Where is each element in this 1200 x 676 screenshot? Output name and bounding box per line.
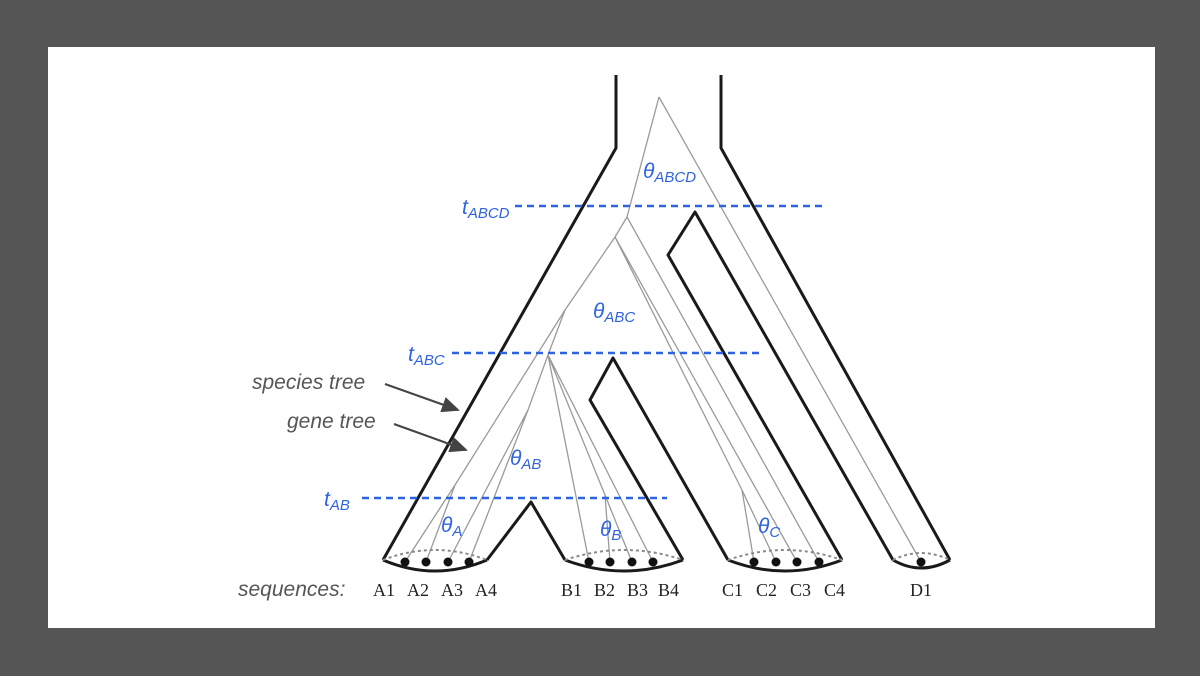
sample-dots: [400, 557, 926, 567]
t-abcd-label: tABCD: [462, 196, 510, 222]
species-tree-label: species tree: [252, 371, 365, 394]
sequence-label: B1: [561, 580, 582, 600]
species-tree: [381, 75, 952, 573]
sequence-label: A4: [475, 580, 497, 600]
sequence-label: B3: [627, 580, 648, 600]
sequence-label: B2: [594, 580, 615, 600]
sequence-label: C1: [722, 580, 743, 600]
sequence-label: A3: [441, 580, 463, 600]
theta-c-label: θC: [758, 515, 780, 541]
t-ab-label: tAB: [324, 488, 350, 514]
theta-ab-label: θAB: [510, 447, 541, 473]
sequence-label: C3: [790, 580, 811, 600]
sequence-label: C4: [824, 580, 845, 600]
sequence-label: B4: [658, 580, 679, 600]
gene-tree-arrow-icon: [393, 423, 468, 453]
sequence-label: D1: [910, 580, 932, 600]
sequences-label: sequences:: [238, 578, 345, 601]
theta-b-label: θB: [600, 518, 621, 544]
theta-abc-label: θABC: [593, 300, 635, 326]
species-tree-arrow-icon: [384, 383, 460, 413]
sequence-label: A1: [373, 580, 395, 600]
theta-a-label: θA: [441, 514, 462, 540]
gene-tree-label: gene tree: [287, 410, 376, 433]
gene-tree: [404, 96, 922, 563]
theta-abcd-label: θABCD: [643, 160, 696, 186]
sequence-labels: A1 A2 A3 A4 B1 B2 B3 B4 C1 C2 C3 C4 D1: [373, 580, 932, 600]
diagram-panel: [48, 47, 1155, 628]
t-abc-label: tABC: [408, 343, 445, 369]
sequence-label: A2: [407, 580, 429, 600]
sequence-label: C2: [756, 580, 777, 600]
